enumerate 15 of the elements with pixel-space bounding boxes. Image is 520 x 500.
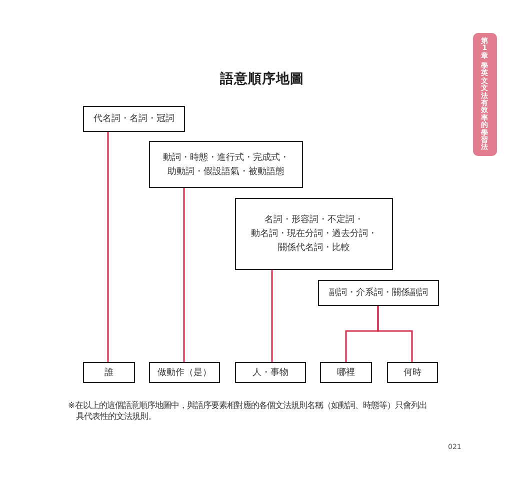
text-box: 名詞・形容詞・不定詞・動名詞・現在分詞・過去分詞・關係代名詞・比較 [235,198,393,270]
connector-line [183,188,185,362]
text-box: 代名詞・名詞・冠詞 [83,106,185,132]
footnote: ※在以上的這個語意順序地圖中，與語序要素相對應的各個文法規則名稱（如動詞、時態等）只會列出具代表性的文法規則。 [68,400,428,422]
text-box: 誰 [83,362,135,383]
text-box: 哪裡 [320,362,372,383]
text-box: 做動作（是） [149,362,220,383]
connector-line [107,132,109,362]
text-box: 何時 [387,362,438,383]
connector-line [377,306,413,362]
text-box: 動詞・時態・進行式・完成式・助動詞・假設語氣・被動語態 [149,141,303,188]
diagram-title: 語意順序地圖 [218,70,305,88]
text-box: 副詞・介系詞・關係副詞 [318,280,439,306]
text-box: 人・事物 [235,362,306,383]
connector-line [271,270,273,362]
